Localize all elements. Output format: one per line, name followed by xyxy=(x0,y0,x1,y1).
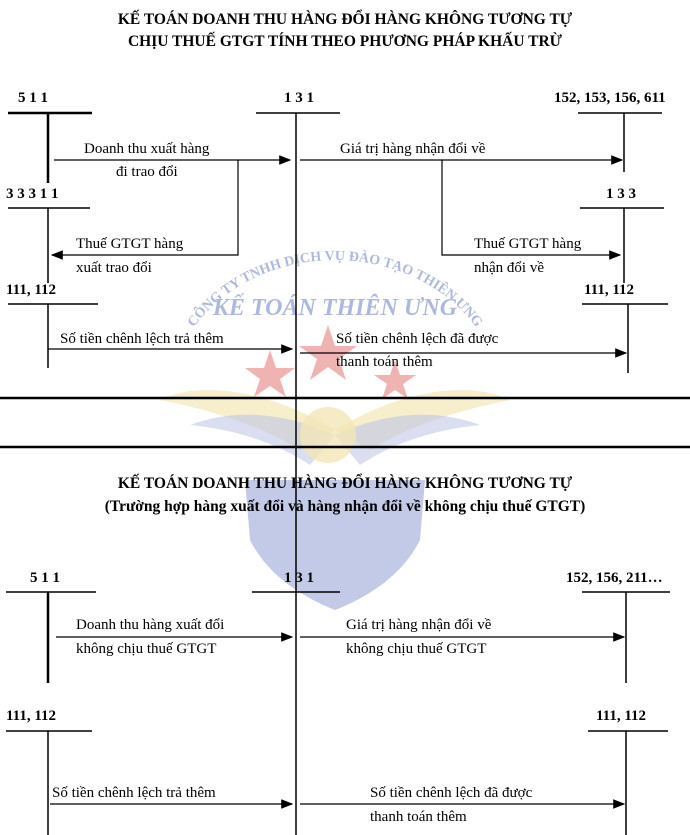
section2-title-line1: KẾ TOÁN DOANH THU HÀNG ĐỔI HÀNG KHÔNG TƯ… xyxy=(117,475,573,492)
account-511-s2: 5 1 1 xyxy=(30,570,60,586)
account-111-112-right: 111, 112 xyxy=(584,282,635,298)
account-133: 1 3 3 xyxy=(606,186,636,202)
label-s2-revenue-line2: không chịu thuế GTGT xyxy=(76,641,217,657)
label-revenue-line2: đi trao đổi xyxy=(116,164,178,180)
account-111-112-left-s2: 111, 112 xyxy=(6,708,57,724)
label-s2-received-extra-line1: Số tiền chênh lệch đã được xyxy=(370,785,533,801)
label-s2-received-line2: không chịu thuế GTGT xyxy=(346,641,487,657)
account-33311: 3 3 3 1 1 xyxy=(6,186,59,202)
label-received-extra-line1: Số tiền chênh lệch đã được xyxy=(336,331,499,347)
label-vat-in-line1: Thuế GTGT hàng xyxy=(474,236,582,252)
label-vat-in-line2: nhận đổi về xyxy=(474,260,544,276)
account-152-153-156-611: 152, 153, 156, 611 xyxy=(554,90,666,106)
label-s2-revenue-line1: Doanh thu hàng xuất đổi xyxy=(76,617,225,633)
star-left xyxy=(245,350,295,397)
label-s2-pay-extra: Số tiền chênh lệch trả thêm xyxy=(52,785,216,801)
watermark-logo: CÔNG TY TNHH DỊCH VỤ ĐÀO TẠO THIÊN ƯNG K… xyxy=(160,250,510,610)
watermark-brand: KẾ TOÁN THIÊN ƯNG xyxy=(212,294,458,321)
label-s2-received-extra-line2: thanh toán thêm xyxy=(370,809,467,825)
label-pay-extra: Số tiền chênh lệch trả thêm xyxy=(60,331,224,347)
label-received-value: Giá trị hàng nhận đổi về xyxy=(340,141,486,157)
account-511: 5 1 1 xyxy=(18,90,48,106)
label-s2-received-line1: Giá trị hàng nhận đổi về xyxy=(346,617,492,633)
section1-title-line1: KẾ TOÁN DOANH THU HÀNG ĐỔI HÀNG KHÔNG TƯ… xyxy=(117,11,573,28)
label-vat-out-line1: Thuế GTGT hàng xyxy=(76,236,184,252)
account-111-112-right-s2: 111, 112 xyxy=(596,708,647,724)
label-received-extra-line2: thanh toán thêm xyxy=(336,354,433,370)
account-131-s2: 1 3 1 xyxy=(284,570,314,586)
account-111-112-left: 111, 112 xyxy=(6,282,57,298)
section1-title-line2: CHỊU THUẾ GTGT TÍNH THEO PHƯƠNG PHÁP KHẤ… xyxy=(127,33,563,50)
section2-title-line2: (Trường hợp hàng xuất đổi và hàng nhận đ… xyxy=(104,498,586,515)
label-vat-out-line2: xuất trao đổi xyxy=(76,260,152,276)
account-131: 1 3 1 xyxy=(284,90,314,106)
star-right xyxy=(374,360,416,399)
account-152-156-211: 152, 156, 211… xyxy=(566,570,663,586)
label-revenue-line1: Doanh thu xuất hàng xyxy=(84,141,210,157)
